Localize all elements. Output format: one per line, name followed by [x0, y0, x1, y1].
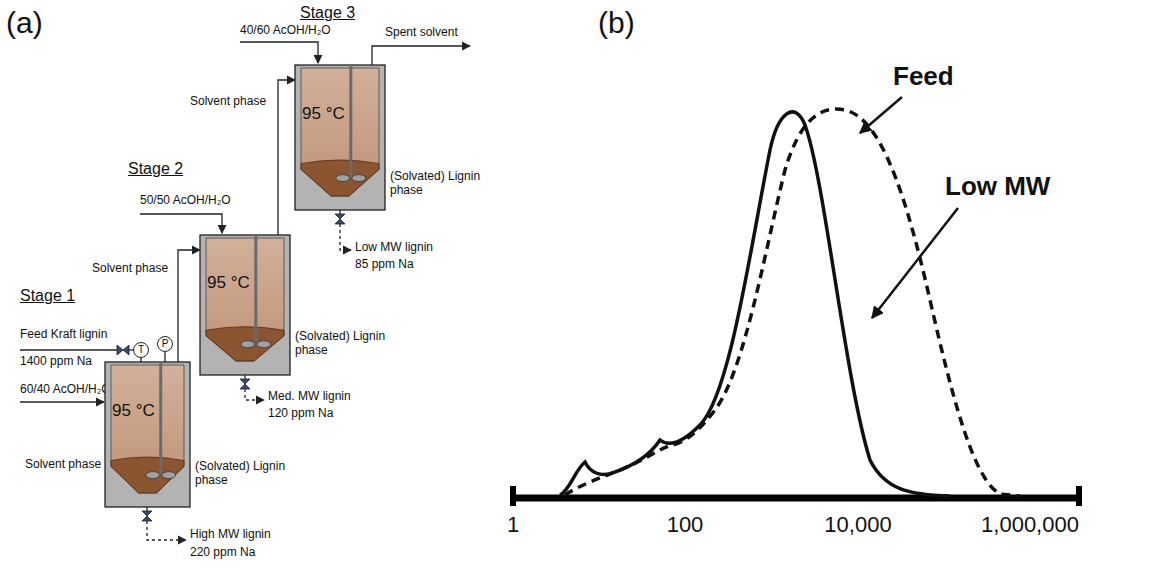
sodium-label: 1400 ppm Na: [20, 355, 92, 369]
x-axis: [510, 495, 1082, 502]
sodium-label: 120 ppm Na: [268, 407, 333, 421]
lignin-phase: [301, 160, 379, 196]
lignin-phase: [111, 457, 184, 493]
vessel-outline: [200, 235, 290, 375]
stirred-vessel: 95 °C: [105, 362, 190, 507]
series-label: Feed: [893, 62, 954, 92]
valve-symbol: [142, 511, 152, 521]
vessel-outline: [105, 362, 190, 507]
product-label: Med. MW lignin: [268, 390, 351, 404]
outlet-arrow: [245, 389, 264, 400]
panel-letter: (a): [6, 6, 43, 41]
solvent-inlet-arrow: [20, 401, 104, 402]
instrument-letter: P: [162, 339, 169, 349]
stream-label: Spent solvent: [385, 26, 458, 40]
pointer-arrow: [872, 208, 958, 318]
axis-cap: [1076, 486, 1082, 506]
instrument-circle: T: [133, 342, 149, 358]
tick-label: 1,000,000: [981, 512, 1079, 537]
stream-label: Feed Kraft lignin: [20, 328, 107, 342]
phase-label: (Solvated) Lignin phase: [390, 170, 485, 198]
phase-label: Solvent phase: [25, 458, 101, 472]
low-mw-curve: [560, 112, 950, 496]
solvent-phase: [301, 68, 379, 196]
pipe-connector: [278, 80, 295, 235]
temperature-text: 95 °C: [302, 104, 345, 124]
lignin-phase: [206, 327, 284, 361]
impeller: [162, 472, 176, 479]
solvent-inlet-arrow: [240, 42, 318, 63]
impeller: [352, 175, 366, 182]
product-label: Low MW lignin: [355, 241, 433, 255]
vessel-jacket: [295, 65, 385, 210]
tick-label: 1: [507, 512, 519, 537]
pointer-arrow: [860, 97, 902, 133]
temperature-text: 95 °C: [207, 273, 250, 293]
impeller: [257, 341, 271, 348]
temperature-text: 95 °C: [112, 401, 155, 421]
stream-label: 60/40 AcOH/H₂O: [20, 383, 111, 397]
phase-label: (Solvated) Lignin phase: [295, 330, 390, 358]
axis-cap: [510, 486, 516, 506]
impeller: [336, 175, 350, 182]
series-label: Low MW: [945, 172, 1050, 202]
impeller: [241, 341, 255, 348]
stirrer-shaft: [349, 65, 352, 178]
solvent-inlet-arrow: [140, 214, 222, 233]
stream-label: 40/60 AcOH/H₂O: [240, 24, 331, 38]
stage-title: Stage 2: [128, 160, 183, 178]
stirrer-shaft: [159, 362, 162, 475]
phase-label: Solvent phase: [190, 95, 266, 109]
outlet-arrow: [340, 224, 351, 250]
stirrer-shaft: [254, 235, 257, 344]
vessel-jacket: [200, 235, 290, 375]
instrument-letter: T: [138, 345, 144, 355]
outlet-arrow: [147, 521, 186, 540]
stage-title: Stage 3: [300, 4, 355, 22]
solvent-phase: [206, 238, 284, 361]
product-label: High MW lignin: [190, 528, 271, 542]
stirred-vessel: 95 °C: [200, 235, 290, 375]
panel-letter: (b): [598, 6, 635, 41]
impeller: [146, 472, 160, 479]
solvent-phase: [111, 365, 184, 493]
instrument-circle: P: [157, 336, 173, 352]
pipe-connector: [164, 352, 165, 362]
phase-label: (Solvated) Lignin phase: [195, 460, 290, 488]
vessel-outline: [295, 65, 385, 210]
stage-title: Stage 1: [20, 287, 75, 305]
stream-label: 50/50 AcOH/H₂O: [140, 194, 231, 208]
valve-symbol: [335, 214, 345, 224]
tick-label: 100: [667, 512, 704, 537]
sodium-label: 220 ppm Na: [190, 546, 255, 560]
pipe-connector: [178, 250, 200, 362]
sodium-label: 85 ppm Na: [355, 258, 414, 272]
phase-label: Solvent phase: [92, 262, 168, 276]
feed-curve: [565, 109, 1020, 496]
valve-symbol: [240, 379, 250, 389]
vessel-jacket: [105, 362, 190, 507]
stirred-vessel: 95 °C: [295, 65, 385, 210]
feed-line: [20, 349, 117, 350]
spent-solvent-arrow: [372, 46, 470, 65]
tick-label: 10,000: [824, 512, 891, 537]
valve-symbol: [117, 345, 129, 355]
